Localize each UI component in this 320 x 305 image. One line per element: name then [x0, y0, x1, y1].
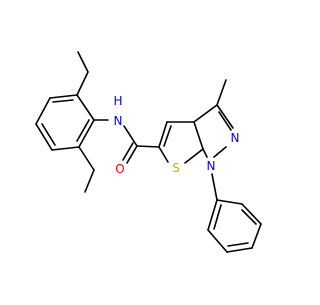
bond: [211, 173, 218, 201]
atom-label-amide-h: H: [113, 94, 122, 108]
bond-double-inner: [218, 111, 232, 131]
bond: [78, 119, 95, 148]
molecule-structure: H N O S N N: [35, 51, 262, 253]
bond: [207, 229, 228, 253]
bonds: [35, 51, 262, 253]
bond: [226, 247, 253, 253]
bond-double-inner: [76, 119, 90, 142]
bond-double-inner: [163, 125, 172, 147]
bond: [193, 121, 204, 150]
bond-double-inner: [41, 123, 56, 146]
atom-labels: H N O S N N: [113, 94, 239, 176]
bond-double-inner: [52, 99, 74, 103]
bond: [213, 146, 227, 158]
atom-label-carbonyl-o: O: [115, 162, 124, 176]
bond: [122, 142, 134, 161]
bond: [35, 123, 53, 151]
bond: [126, 145, 138, 164]
bond: [216, 104, 234, 129]
bond: [207, 199, 218, 231]
bond: [158, 121, 168, 148]
bond: [76, 71, 89, 96]
bond: [49, 94, 78, 99]
bond: [35, 97, 51, 125]
molecule-canvas: H N O S N N: [35, 51, 262, 253]
bond-double-inner: [241, 209, 257, 225]
bond: [76, 94, 95, 121]
atom-label-amide-n: N: [114, 114, 123, 128]
atom-label-pyrazole-n1: N: [207, 159, 216, 173]
bond: [241, 203, 262, 225]
bond: [251, 223, 262, 249]
bond: [123, 125, 138, 147]
bond-double-inner: [213, 204, 222, 230]
bond-double-inner: [227, 242, 249, 247]
bond: [78, 146, 95, 171]
atom-label-pyrazole-n2: N: [231, 131, 240, 145]
bond: [136, 145, 160, 148]
atom-label-thiophene-s: S: [172, 161, 180, 175]
bond: [77, 51, 89, 73]
bond: [158, 146, 169, 163]
bond: [193, 104, 218, 123]
bond: [51, 146, 80, 151]
bond: [184, 148, 204, 164]
bond: [216, 199, 243, 205]
bond: [84, 169, 95, 193]
bond: [216, 79, 227, 106]
bond: [202, 148, 208, 158]
